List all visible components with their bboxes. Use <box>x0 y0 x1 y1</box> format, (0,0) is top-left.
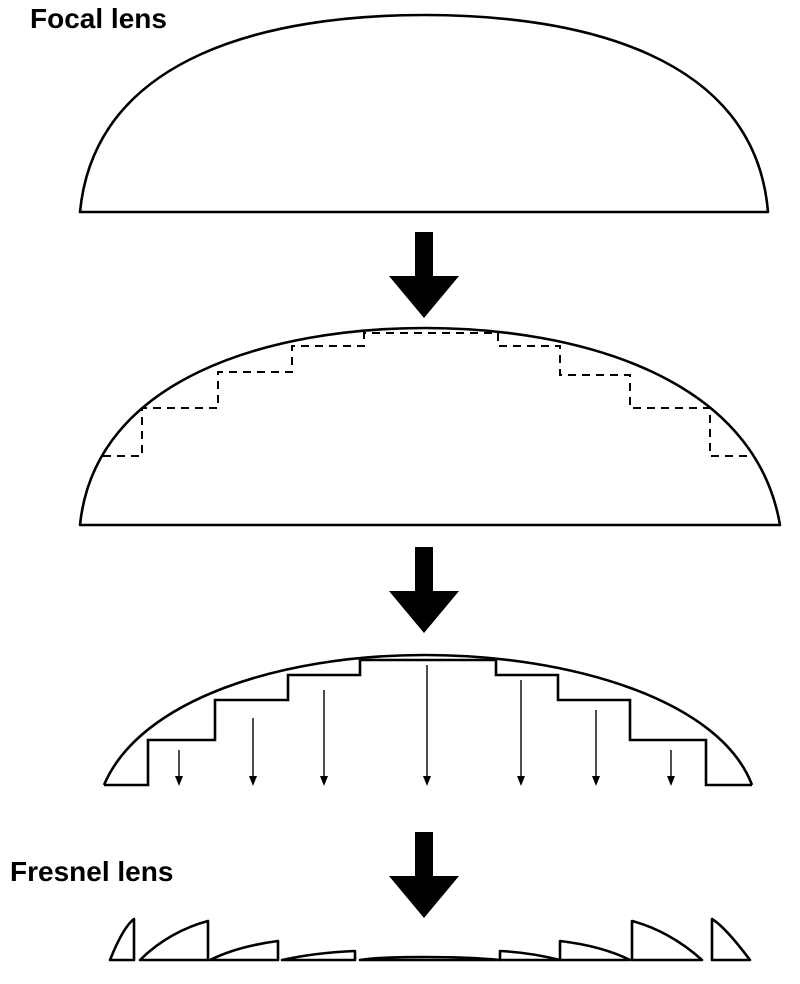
collapse-arrowhead <box>423 776 431 786</box>
collapse-arrowhead <box>592 776 600 786</box>
fresnel-segment <box>710 917 752 962</box>
collapse-arrowhead <box>249 776 257 786</box>
solid-step-right <box>494 660 752 787</box>
collapse-arrowhead <box>667 776 675 786</box>
down-arrow-1 <box>389 232 459 318</box>
collapse-arrows <box>175 665 675 786</box>
fresnel-segment <box>138 919 210 962</box>
collapse-arrowhead <box>517 776 525 786</box>
fresnel-segment <box>358 955 502 962</box>
fresnel-segment <box>208 939 280 962</box>
focal-lens-shape <box>78 13 770 214</box>
collapsing-lens-arc <box>102 653 754 786</box>
fresnel-lens-label: Fresnel lens <box>10 856 174 887</box>
collapse-arrowhead <box>320 776 328 786</box>
fresnel-lens-shape <box>108 917 752 962</box>
down-arrow-2 <box>389 547 459 633</box>
fresnel-segment <box>280 949 357 962</box>
dashed-step-left <box>103 332 498 457</box>
fresnel-segment <box>498 949 562 962</box>
fresnel-segment <box>630 919 704 962</box>
fresnel-segment <box>108 917 136 962</box>
collapse-arrowhead <box>175 776 183 786</box>
fresnel-segment <box>558 939 632 962</box>
solid-step-left <box>104 658 496 787</box>
down-arrow-3 <box>389 832 459 918</box>
segmented-lens-shape <box>78 326 782 527</box>
focal-lens-label: Focal lens <box>30 3 167 34</box>
dashed-step-right <box>497 333 754 457</box>
